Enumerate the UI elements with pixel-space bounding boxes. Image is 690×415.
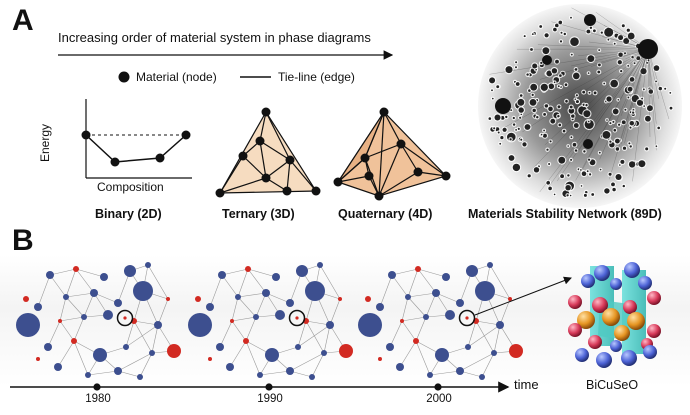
network-snapshot-1990	[188, 262, 353, 380]
binary-diagram	[81, 99, 192, 179]
phase-diagram-heading: Increasing order of material system in p…	[58, 30, 371, 45]
legend-node-symbol	[118, 71, 130, 83]
highlight-to-crystal-arrow	[474, 276, 572, 316]
caption-binary: Binary (2D)	[95, 207, 162, 221]
ternary-diagram	[215, 107, 321, 198]
time-axis-label: time	[514, 377, 539, 392]
composition-axis-label: Composition	[97, 180, 164, 194]
tick-1980	[93, 383, 101, 391]
tick-1990	[265, 383, 273, 391]
panel-a-letter: A	[12, 4, 34, 37]
year-label-1980: 1980	[85, 393, 111, 405]
bicuseo-crystal	[568, 262, 661, 368]
panel-b-letter: B	[12, 224, 34, 257]
highlighted-node-ring	[458, 309, 476, 327]
legend-edge-label: Tie-line (edge)	[278, 70, 355, 84]
year-label-2000: 2000	[426, 393, 452, 405]
caption-ternary: Ternary (3D)	[222, 207, 295, 221]
quaternary-diagram	[333, 107, 451, 201]
timeline-band	[0, 255, 690, 387]
network-nodes	[487, 7, 674, 199]
tick-2000	[434, 383, 442, 391]
highlighted-node-ring	[116, 309, 134, 327]
network-snapshot-2000	[358, 262, 523, 380]
caption-quaternary: Quaternary (4D)	[338, 207, 433, 221]
caption-stability-network: Materials Stability Network (89D)	[468, 207, 662, 221]
highlighted-node-ring	[288, 309, 306, 327]
crystal-atoms	[568, 262, 661, 368]
crystal-label: BiCuSeO	[586, 378, 639, 392]
network-snapshot-1980	[16, 262, 181, 380]
legend-node-label: Material (node)	[136, 70, 217, 84]
network-snapshots	[16, 262, 523, 380]
year-label-1990: 1990	[257, 393, 283, 405]
stability-network-cloud	[478, 4, 682, 208]
